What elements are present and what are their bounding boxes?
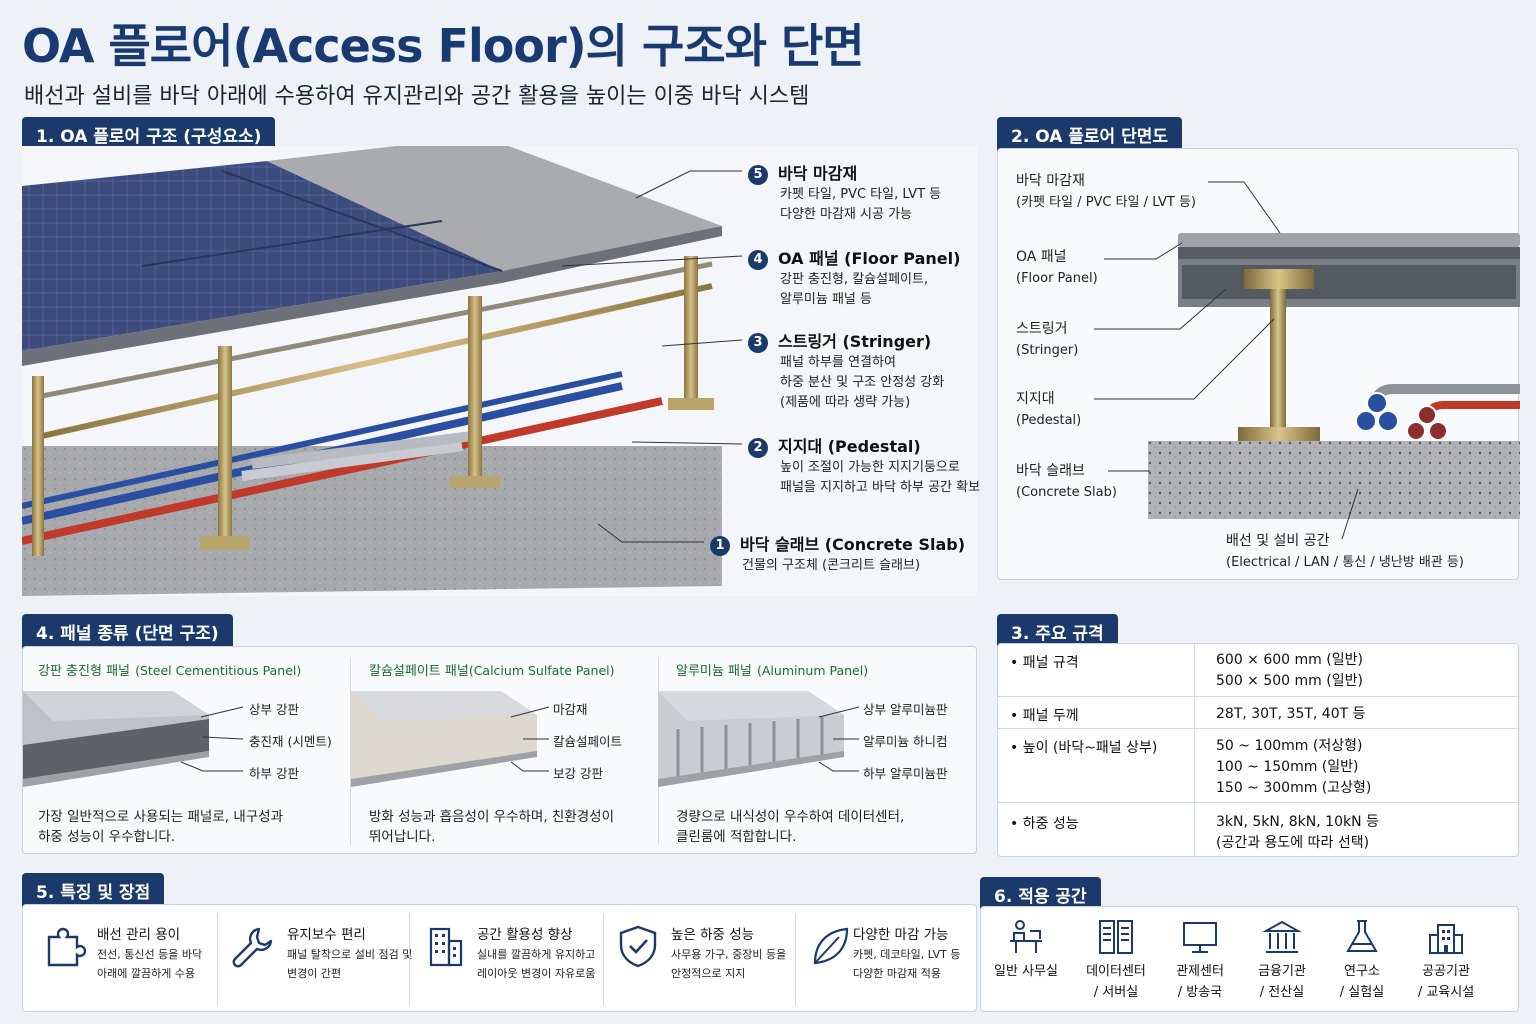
section-label-panel: OA 패널 (Floor Panel) [1016, 249, 1098, 286]
panel-calcium-layer-bottom: 보강 강판 [553, 766, 603, 781]
feature-maintenance: 유지보수 편리 패널 탈착으로 설비 점검 및 변경이 간편 [229, 905, 419, 1011]
spec-row-size: • 패널 규격 600 × 600 mm (일반) 500 × 500 mm (… [1010, 652, 1363, 689]
section-label-stringer: 스트링거 (Stringer) [1016, 321, 1079, 358]
specs-table: • 패널 규격 600 × 600 mm (일반) 500 × 500 mm (… [997, 643, 1520, 857]
panel-calcium-layer-core: 칼슘설페이트 [553, 734, 623, 749]
public-building-icon [1429, 924, 1463, 954]
panel-calcium-desc: 방화 성능과 흡음성이 우수하며, 친환경성이 뛰어납니다. [369, 809, 615, 845]
panels-tag: 4. 패널 종류 (단면 구조) [22, 614, 233, 649]
section-label-service-space: 배선 및 설비 공간 (Electrical / LAN / 통신 / 냉난방 … [1226, 533, 1464, 570]
panel-aluminum-illustration [658, 691, 844, 787]
panel-calcium-layer-top: 마감재 [553, 702, 588, 717]
building-icon [429, 927, 463, 967]
features-area: 배선 관리 용이 전선, 통신선 등을 바닥 아래에 깔끔하게 수용 유지보수 … [22, 904, 977, 1012]
spec-row-load: • 하중 성능 3kN, 5kN, 8kN, 10kN 등 (공간과 용도에 따… [998, 802, 1520, 856]
monitor-icon [1183, 922, 1217, 953]
panel-steel-desc: 가장 일반적으로 사용되는 패널로, 내구성과 하중 성능이 우수합니다. [38, 809, 284, 845]
panel-aluminum-desc: 경량으로 내식성이 우수하여 데이터센터, 클린룸에 적합합니다. [676, 809, 905, 845]
panel-aluminum-layer-bottom: 하부 알루미늄판 [863, 766, 948, 781]
app-control-center: 관제센터 / 방송국 [1157, 917, 1243, 1003]
panel-aluminum-layer-core: 알루미늄 하니컴 [863, 734, 948, 749]
panel-type-steel-title: 강판 충진형 패널 (Steel Cementitious Panel) [38, 663, 302, 679]
feature-divider [409, 913, 410, 1005]
applications-area: 일반 사무실 데이터센터 / 서버실 관제센터 / 방송국 금융기관 / 전산실… [980, 906, 1519, 1012]
shield-check-icon [619, 925, 657, 968]
panel-divider [350, 657, 351, 845]
app-public: 공공기관 / 교육시설 [1403, 917, 1489, 1003]
section-label-pedestal: 지지대 (Pedestal) [1016, 391, 1082, 428]
panel-type-aluminum-title: 알루미늄 패널 (Aluminum Panel) [676, 663, 869, 679]
leaf-icon [813, 927, 849, 965]
server-rack-icon [1099, 920, 1133, 954]
structure-illustration [22, 146, 722, 596]
panel-calcium-illustration [351, 691, 537, 787]
flask-icon [1346, 920, 1378, 952]
panel-steel-layer-top: 상부 강판 [249, 702, 299, 717]
feature-divider [795, 913, 796, 1005]
feature-load: 높은 하중 성능 사무용 가구, 중장비 등을 안정적으로 지지 [615, 905, 805, 1011]
specs-divider [1194, 644, 1195, 856]
section-area: 바닥 마감재 (카펫 타일 / PVC 타일 / LVT 등) OA 패널 (F… [997, 148, 1520, 580]
page-title: OA 플로어(Access Floor)의 구조와 단면 [22, 19, 865, 73]
app-office: 일반 사무실 [983, 917, 1069, 982]
panel-type-calcium-title: 칼슘설페이트 패널(Calcium Sulfate Panel) [369, 663, 615, 679]
app-finance: 금융기관 / 전산실 [1239, 917, 1325, 1003]
spec-row-height: • 높이 (바닥~패널 상부) 50 ~ 100mm (저상형) 100 ~ 1… [998, 728, 1520, 802]
puzzle-icon [47, 927, 87, 967]
section-label-slab: 바닥 슬래브 (Concrete Slab) [1016, 463, 1117, 500]
feature-divider [603, 913, 604, 1005]
bank-icon [1262, 920, 1302, 953]
office-desk-icon [1010, 920, 1042, 953]
feature-wiring: 배선 관리 용이 전선, 통신선 등을 바닥 아래에 깔끔하게 수용 [39, 905, 229, 1011]
section-tag: 2. OA 플로어 단면도 [997, 117, 1183, 152]
panel-steel-illustration [23, 691, 209, 787]
app-lab: 연구소 / 실험실 [1319, 917, 1405, 1003]
feature-divider [217, 913, 218, 1005]
panels-area: 강판 충진형 패널 (Steel Cementitious Panel) 상부 … [22, 646, 977, 854]
section-illustration [1094, 181, 1520, 540]
spec-row-thickness: • 패널 두께 28T, 30T, 35T, 40T 등 [998, 696, 1520, 728]
wrench-icon [232, 927, 273, 968]
app-datacenter: 데이터센터 / 서버실 [1073, 917, 1159, 1003]
panel-steel-layer-core: 충진재 (시멘트) [249, 734, 332, 749]
section-label-finish: 바닥 마감재 (카펫 타일 / PVC 타일 / LVT 등) [1016, 173, 1197, 210]
panel-aluminum-layer-top: 상부 알루미늄판 [863, 702, 948, 717]
feature-finish: 다양한 마감 가능 카펫, 데코타일, LVT 등 다양한 마감재 적용 [807, 905, 977, 1011]
feature-space: 공간 활용성 향상 실내를 깔끔하게 유지하고 레이아웃 변경이 자유로움 [423, 905, 613, 1011]
panel-steel-layer-bottom: 하부 강판 [249, 766, 299, 781]
features-tag: 5. 특징 및 장점 [22, 873, 165, 908]
page-subtitle: 배선과 설비를 바닥 아래에 수용하여 유지관리와 공간 활용을 높이는 이중 … [24, 84, 810, 109]
